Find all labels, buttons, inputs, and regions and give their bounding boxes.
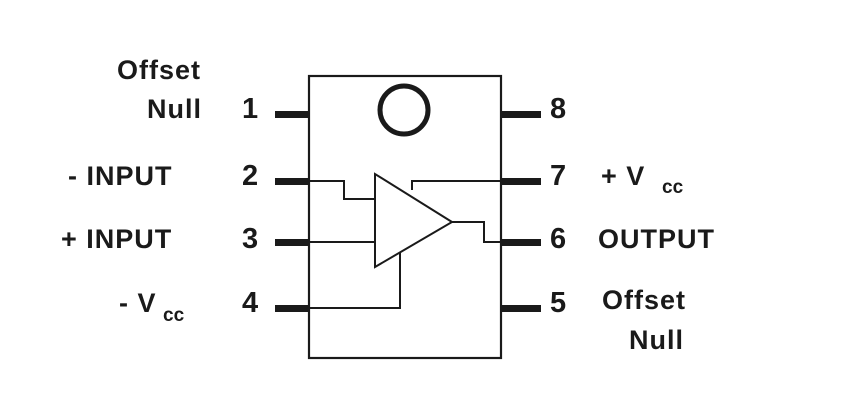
op-amp-triangle-symbol <box>374 172 454 269</box>
wire-positive-supply <box>411 180 501 190</box>
wire-output <box>452 221 501 243</box>
pin-number-8: 8 <box>550 93 566 125</box>
pin-lead-3 <box>275 239 309 246</box>
pin1-notch-circle <box>377 83 431 137</box>
pin-lead-2 <box>275 178 309 185</box>
pin7-label-subscript: cc <box>662 177 684 198</box>
pin4-label: - V <box>119 288 157 318</box>
pin-number-7: 7 <box>550 160 566 192</box>
pin7-label: + V <box>601 161 645 191</box>
pin5-label-line1: Offset <box>602 285 686 315</box>
pin-number-1: 1 <box>242 93 258 125</box>
pin-number-4: 4 <box>242 287 258 319</box>
pin-lead-7 <box>501 178 541 185</box>
pin4-label-subscript: cc <box>163 305 185 326</box>
pin1-label-line1: Offset <box>117 55 201 85</box>
pin6-label: OUTPUT <box>598 224 715 254</box>
wire-negative-supply <box>309 253 401 309</box>
pin3-label: + INPUT <box>61 224 172 254</box>
pin-number-5: 5 <box>550 287 566 319</box>
pin-lead-4 <box>275 305 309 312</box>
ic-package-body <box>307 74 503 360</box>
pin-lead-1 <box>275 111 309 118</box>
pin-number-2: 2 <box>242 160 258 192</box>
pin-lead-6 <box>501 239 541 246</box>
pin-lead-5 <box>501 305 541 312</box>
pin2-label: - INPUT <box>68 161 173 191</box>
pin-number-3: 3 <box>242 223 258 255</box>
pin1-label-line2: Null <box>147 94 202 124</box>
pin-number-6: 6 <box>550 223 566 255</box>
wire-inverting-input <box>309 180 375 200</box>
pin5-label-line2: Null <box>629 325 684 355</box>
pin-lead-8 <box>501 111 541 118</box>
